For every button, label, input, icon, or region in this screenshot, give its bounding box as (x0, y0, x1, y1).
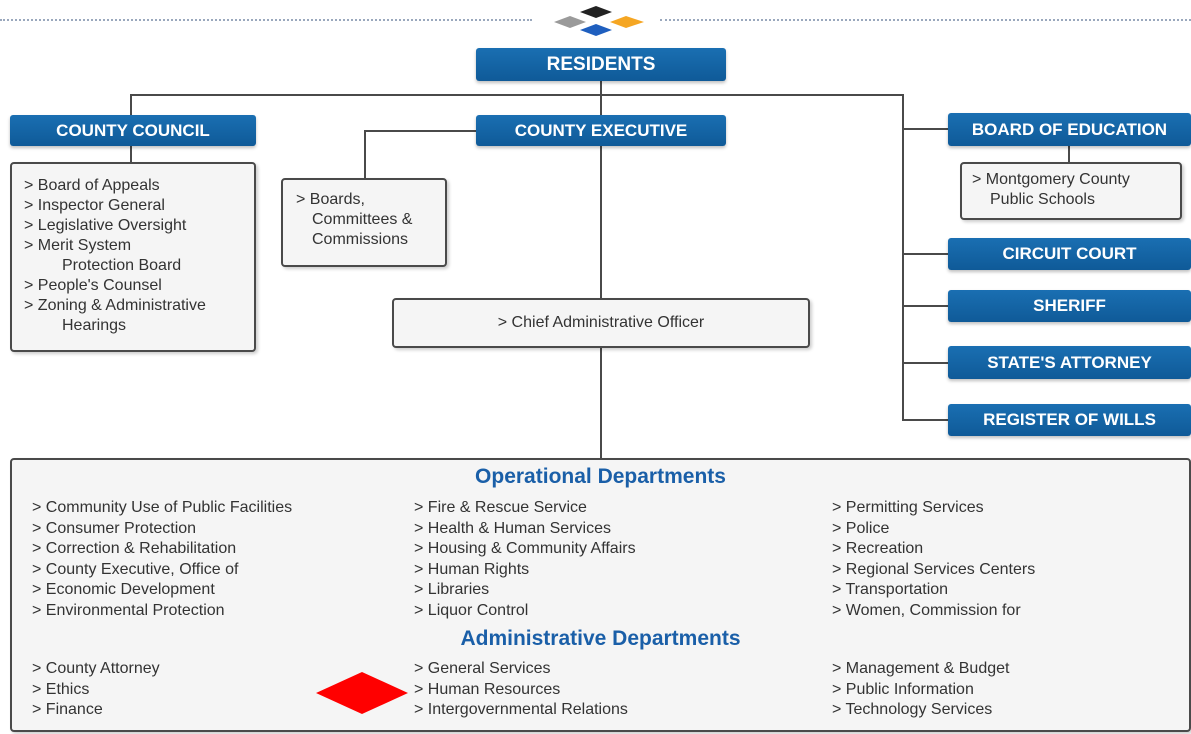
connector-exec-to-boards-v (364, 130, 366, 178)
county-executive-node: COUNTY EXECUTIVE (476, 115, 726, 146)
council-office-item: > Zoning & Administrative (24, 297, 206, 314)
department-item: > General Services (414, 660, 551, 677)
department-item: > Intergovernmental Relations (414, 701, 628, 718)
connector-cao-to-departments (600, 348, 602, 458)
operational-col-1: > Community Use of Public Facilities > C… (32, 498, 292, 621)
connector-to-sheriff (902, 305, 948, 307)
chief-administrative-officer-label: > Chief Administrative Officer (497, 314, 705, 331)
boards-line: Committees & (312, 211, 413, 228)
department-item: > Health & Human Services (414, 519, 611, 537)
department-item: > Community Use of Public Facilities (32, 499, 293, 516)
education-schools-box: > Montgomery County Public Schools (960, 162, 1182, 220)
administrative-col-1: > County Attorney > Ethics > Finance (32, 659, 160, 721)
connector-to-register (902, 419, 948, 421)
boards-line: Commissions (312, 231, 409, 248)
department-item: > Regional Services Centers (832, 560, 1036, 578)
department-item: > County Executive, Office of (32, 560, 239, 578)
department-item: > Correction & Rehabilitation (32, 540, 237, 557)
department-item: > Ethics (32, 680, 90, 698)
circuit-court-label: CIRCUIT COURT (1002, 244, 1137, 263)
department-item: > Economic Development (32, 581, 215, 598)
departments-panel: Operational Departments > Community Use … (10, 458, 1191, 732)
operational-departments-title: Operational Departments (475, 465, 726, 488)
department-item: > Transportation (832, 581, 949, 598)
logo-icon (554, 6, 644, 36)
connector-right-vertical (902, 94, 904, 420)
administrative-col-3: > Management & Budget > Public Informati… (832, 659, 1009, 721)
sheriff-label: SHERIFF (1033, 296, 1106, 315)
department-item: > Fire & Rescue Service (414, 499, 587, 516)
education-line: Public Schools (990, 191, 1095, 208)
council-office-item: > Merit System (24, 237, 132, 254)
department-item: > Housing & Community Affairs (414, 540, 636, 557)
department-item: > Public Information (832, 680, 974, 698)
connector-to-states-attorney (902, 362, 948, 364)
department-item: > Consumer Protection (32, 519, 197, 537)
header-rule-left (0, 19, 532, 21)
connector-to-education (902, 128, 948, 130)
county-council-label: COUNTY COUNCIL (56, 120, 210, 140)
states-attorney-label: STATE'S ATTORNEY (987, 352, 1152, 372)
department-item: > Technology Services (832, 701, 993, 718)
boards-line: > Boards, (296, 191, 365, 208)
red-diamond-shape (316, 672, 408, 714)
connector-top-horizontal (130, 94, 904, 96)
education-line: > Montgomery County (972, 171, 1130, 188)
department-item: > Human Rights (414, 560, 530, 578)
connector-education-down (1068, 146, 1070, 162)
department-item: > Libraries (414, 581, 490, 598)
council-office-item-continued: Protection Board (62, 257, 182, 274)
chief-administrative-officer-box: > Chief Administrative Officer (392, 298, 810, 348)
council-offices-box: > Board of Appeals > Inspector General >… (10, 162, 256, 352)
residents-node: RESIDENTS (476, 48, 726, 81)
states-attorney-node: STATE'S ATTORNEY (948, 346, 1191, 379)
board-of-education-node: BOARD OF EDUCATION (948, 113, 1191, 146)
department-item: > Environmental Protection (32, 601, 225, 619)
connector-to-circuit (902, 253, 948, 255)
department-item: > Permitting Services (832, 499, 984, 516)
council-office-item: > People's Counsel (24, 277, 162, 294)
department-item: > Women, Commission for (832, 601, 1021, 619)
circuit-court-node: CIRCUIT COURT (948, 238, 1191, 270)
logo-diamond-left (554, 16, 586, 28)
connector-exec-to-cao (600, 146, 602, 298)
residents-label: RESIDENTS (546, 53, 656, 75)
administrative-departments-title: Administrative Departments (460, 627, 741, 650)
header-rule-right (660, 19, 1191, 21)
department-item: > County Attorney (32, 660, 160, 677)
county-council-node: COUNTY COUNCIL (10, 115, 256, 146)
operational-col-2: > Fire & Rescue Service > Health & Human… (414, 498, 636, 621)
boards-committees-box: > Boards, Committees & Commissions (281, 178, 447, 267)
council-office-item: > Inspector General (24, 197, 165, 214)
department-item: > Recreation (832, 540, 924, 557)
administrative-col-2: > General Services > Human Resources > I… (414, 659, 628, 721)
department-item: > Police (832, 519, 890, 537)
department-item: > Human Resources (414, 680, 561, 698)
council-office-item: > Board of Appeals (24, 177, 160, 194)
logo-diamond-top (580, 6, 612, 18)
department-item: > Liquor Control (414, 601, 529, 619)
connector-exec-to-boards-h (364, 130, 476, 132)
register-of-wills-node: REGISTER OF WILLS (948, 404, 1191, 436)
connector-council-down (130, 146, 132, 162)
council-office-item: > Legislative Oversight (24, 217, 187, 234)
council-office-item-continued: Hearings (62, 317, 127, 334)
department-item: > Finance (32, 701, 103, 718)
council-offices-list: > Board of Appeals > Inspector General >… (24, 176, 254, 336)
operational-col-3: > Permitting Services > Police > Recreat… (832, 498, 1035, 621)
logo-diamond-right (610, 16, 644, 28)
sheriff-node: SHERIFF (948, 290, 1191, 322)
red-diamond-marker-icon (316, 672, 408, 714)
department-item: > Management & Budget (832, 660, 1010, 677)
board-of-education-label: BOARD OF EDUCATION (971, 119, 1168, 139)
connector-residents-down (600, 80, 602, 116)
logo-diamond-bottom (580, 24, 612, 36)
connector-to-council (130, 94, 132, 116)
register-of-wills-label: REGISTER OF WILLS (983, 410, 1156, 429)
county-executive-label: COUNTY EXECUTIVE (514, 120, 688, 140)
